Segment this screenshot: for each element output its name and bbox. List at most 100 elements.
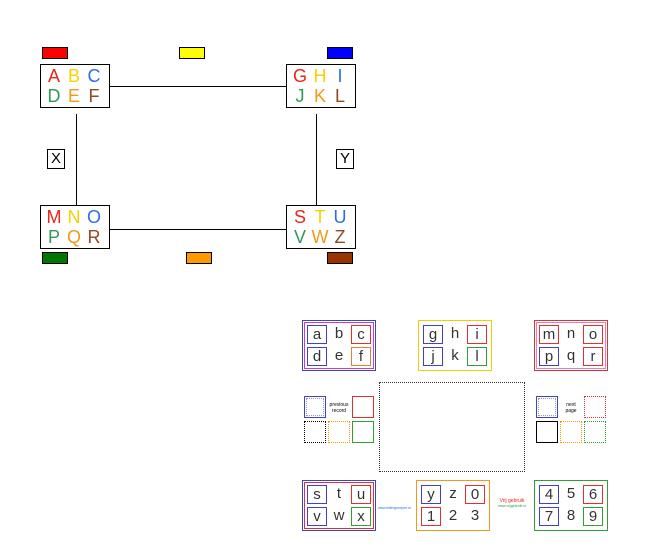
color-slot[interactable]: [352, 421, 374, 443]
key-group-mno[interactable]: m n o p q r: [534, 320, 608, 371]
letter-box-stu[interactable]: S T U V W Z: [286, 205, 356, 249]
letter: D: [47, 86, 61, 106]
letter-box-ghi[interactable]: G H I J K L: [286, 64, 356, 108]
letter: R: [87, 227, 101, 247]
key[interactable]: x: [351, 507, 371, 526]
letter-box-mno[interactable]: M N O P Q R: [40, 205, 110, 249]
letter-box-abc[interactable]: A B C D E F: [40, 64, 110, 108]
swatch-yellow[interactable]: [179, 47, 205, 59]
color-slot[interactable]: [536, 421, 558, 443]
connector-top: [110, 86, 288, 87]
key[interactable]: g: [423, 325, 443, 344]
color-slot[interactable]: [584, 396, 606, 418]
key[interactable]: 7: [539, 507, 559, 526]
free-use-note[interactable]: Vrij gebruik www.vrijgebruik.nl: [491, 498, 533, 508]
key[interactable]: m: [539, 325, 559, 344]
key[interactable]: r: [583, 347, 603, 366]
color-slot[interactable]: [328, 421, 350, 443]
letter: J: [295, 86, 305, 106]
swatch-orange[interactable]: [186, 252, 212, 264]
swatch-green[interactable]: [42, 252, 68, 264]
letter: L: [334, 86, 345, 106]
key[interactable]: b: [329, 325, 349, 344]
key[interactable]: 0: [465, 485, 485, 504]
credit-left[interactable]: www.lettergroepen.nl: [378, 506, 411, 510]
key[interactable]: h: [445, 325, 465, 344]
letter: P: [47, 227, 60, 247]
key[interactable]: s: [307, 485, 327, 504]
connector-left: [76, 114, 77, 205]
letter: W: [311, 227, 329, 247]
letter: G: [292, 66, 307, 86]
page-label: page: [565, 408, 577, 414]
letter: B: [67, 66, 80, 86]
letter: A: [47, 66, 60, 86]
key-group-stu[interactable]: s t u v w x: [302, 480, 376, 531]
color-slot[interactable]: [304, 421, 326, 443]
previous-record-group[interactable]: previous record: [302, 394, 376, 446]
x-label: X: [47, 149, 65, 169]
key-group-abc[interactable]: a b c d e f: [302, 320, 376, 371]
key[interactable]: 9: [583, 507, 603, 526]
key[interactable]: 6: [583, 485, 603, 504]
letter: V: [293, 227, 306, 247]
key[interactable]: 2: [443, 507, 463, 526]
key[interactable]: 8: [561, 507, 581, 526]
swatch-brown[interactable]: [327, 252, 353, 264]
letter: Z: [334, 227, 346, 247]
connector-right: [316, 114, 317, 205]
letter: M: [46, 207, 62, 227]
key[interactable]: o: [583, 325, 603, 344]
key[interactable]: e: [329, 347, 349, 366]
previous-label: previous: [329, 402, 349, 408]
key[interactable]: y: [421, 485, 441, 504]
letter: E: [67, 86, 80, 106]
key[interactable]: l: [467, 347, 487, 366]
key-group-yz0[interactable]: y z 0 1 2 3: [416, 480, 490, 531]
color-slot[interactable]: [352, 396, 374, 418]
letter: C: [87, 66, 101, 86]
letter: N: [67, 207, 81, 227]
record-label: record: [331, 408, 347, 414]
key[interactable]: c: [351, 325, 371, 344]
key[interactable]: d: [307, 347, 327, 366]
letter: F: [88, 86, 100, 106]
next-label: next: [566, 402, 576, 408]
key[interactable]: z: [443, 485, 463, 504]
letter: U: [333, 207, 347, 227]
key-group-456[interactable]: 4 5 6 7 8 9: [534, 480, 608, 531]
key[interactable]: j: [423, 347, 443, 366]
letter: T: [314, 207, 326, 227]
key[interactable]: i: [467, 325, 487, 344]
next-page-group[interactable]: next page: [534, 394, 608, 446]
key[interactable]: q: [561, 347, 581, 366]
color-slot[interactable]: [536, 396, 558, 418]
key[interactable]: k: [445, 347, 465, 366]
letter: I: [337, 66, 343, 86]
free-use-url: www.vrijgebruik.nl: [497, 504, 526, 508]
key[interactable]: 1: [421, 507, 441, 526]
key[interactable]: 5: [561, 485, 581, 504]
letter: O: [86, 207, 101, 227]
key-group-ghi[interactable]: g h i j k l: [418, 320, 492, 371]
key[interactable]: n: [561, 325, 581, 344]
drawing-area[interactable]: [379, 382, 525, 472]
color-slot[interactable]: [584, 421, 606, 443]
color-slot[interactable]: [560, 421, 582, 443]
key[interactable]: t: [329, 485, 349, 504]
letter: Q: [66, 227, 81, 247]
letter: H: [313, 66, 327, 86]
key[interactable]: u: [351, 485, 371, 504]
key[interactable]: v: [307, 507, 327, 526]
key[interactable]: f: [351, 347, 371, 366]
connector-bottom: [110, 229, 288, 230]
key[interactable]: p: [539, 347, 559, 366]
swatch-blue[interactable]: [327, 47, 353, 59]
key[interactable]: a: [307, 325, 327, 344]
color-slot[interactable]: [304, 396, 326, 418]
key[interactable]: w: [329, 507, 349, 526]
key[interactable]: 3: [465, 507, 485, 526]
free-use-label: Vrij gebruik: [499, 498, 525, 504]
swatch-red[interactable]: [42, 47, 68, 59]
key[interactable]: 4: [539, 485, 559, 504]
